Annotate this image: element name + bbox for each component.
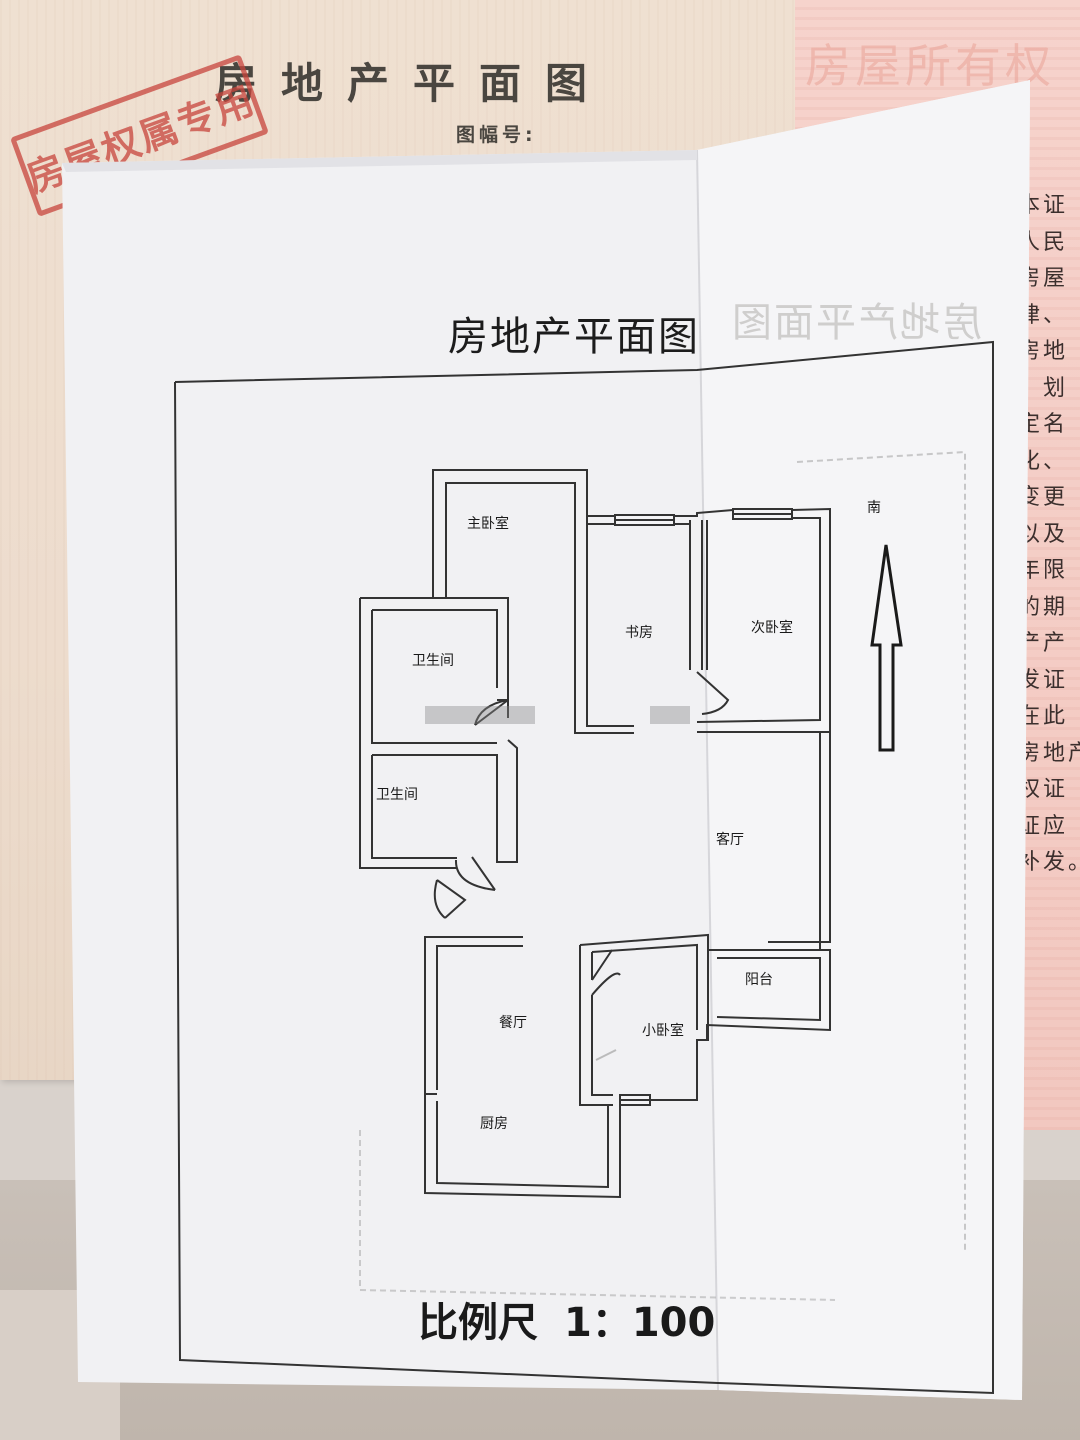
scale-label: 比例尺 1：100: [418, 1290, 715, 1348]
floor-plan-title: 房地产平面图: [448, 314, 700, 360]
certificate-text-line: 权证: [1018, 777, 1069, 802]
room-kitchen: 厨房: [480, 1116, 508, 1132]
certificate-text-line: 补发。: [1018, 850, 1080, 875]
room-bathroom-2: 卫生间: [376, 787, 418, 803]
scale-value: 1：100: [564, 1300, 716, 1346]
room-bathroom-1: 卫生间: [412, 653, 454, 669]
room-small-bedroom: 小卧室: [642, 1023, 684, 1039]
paper-fold-line: [696, 149, 719, 1391]
paper-right-panel: [697, 80, 1030, 1400]
plan-windows: [614, 508, 793, 1106]
certificate-text-line: 房地产: [1018, 740, 1080, 766]
plan-walls: [359, 469, 831, 1199]
compass-label: 南: [867, 500, 881, 516]
room-living-room: 客厅: [716, 832, 744, 848]
pink-certificate-watermark: 房屋所有权: [805, 39, 1055, 93]
certificate-text-line: 证应: [1018, 813, 1069, 839]
bleed-through-title: 房地产平面图: [730, 300, 982, 346]
sheet-number-label: 图幅号:: [456, 124, 537, 146]
plan-doors: [433, 671, 730, 1061]
plan-outer-frame: [174, 340, 994, 1395]
room-dining-room: 餐厅: [499, 1015, 527, 1031]
background-certificate-title: 房地产平面图: [215, 59, 612, 108]
room-study: 书房: [625, 625, 653, 641]
scale-prefix: 比例尺: [418, 1300, 538, 1346]
room-balcony: 阳台: [745, 972, 773, 988]
direction-arrow: [870, 544, 903, 752]
room-master-bedroom: 主卧室: [467, 516, 509, 532]
room-second-bedroom: 次卧室: [751, 620, 793, 636]
